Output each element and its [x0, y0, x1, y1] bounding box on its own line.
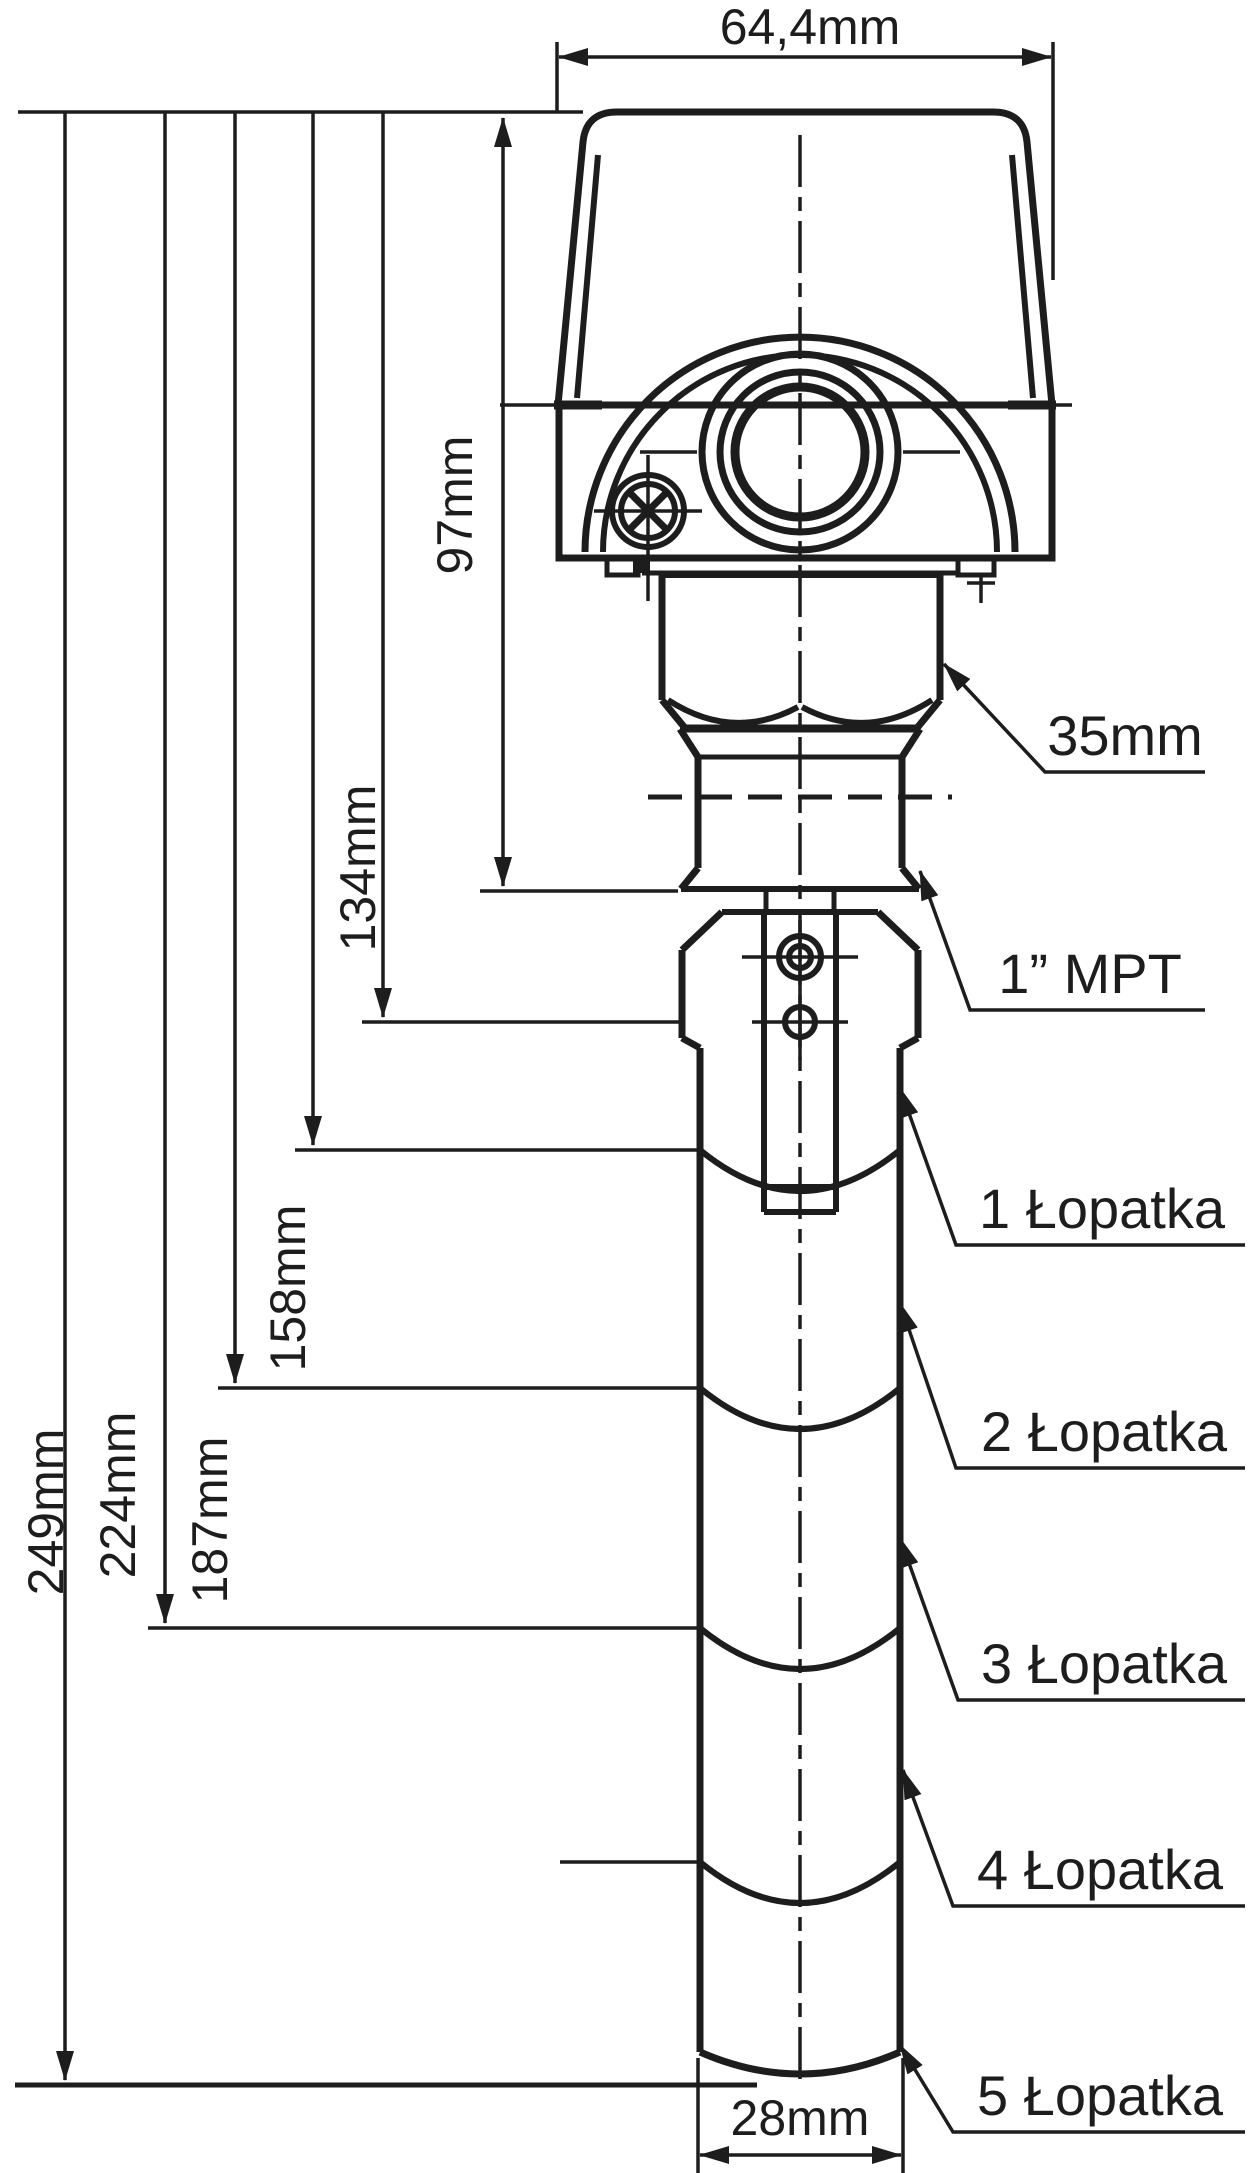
label-thread: 1” MPT [998, 942, 1182, 1005]
label-97mm: 97mm [427, 436, 483, 575]
paddle-3-joint [698, 1625, 902, 1672]
leader-paddle-2: 2 Łopatka [898, 1302, 1245, 1470]
leader-paddle-4: 4 Łopatka [901, 1769, 1245, 1908]
cover-screw [594, 455, 702, 601]
leader-thread: 1” MPT [918, 870, 1205, 1012]
probe-tube [696, 1048, 904, 2078]
leader-35mm: 35mm [942, 662, 1205, 774]
dimension-probe-diameter: 28mm [696, 2058, 905, 2173]
conduit-opening-bore [730, 382, 870, 522]
leader-labels: 35mm 1” MPT 1 Łopatka 2 Łopatka 3 Łopatk… [898, 662, 1245, 2134]
housing-inner-wall-left [574, 154, 601, 399]
label-paddle-2: 2 Łopatka [981, 1400, 1228, 1463]
dimension-top-width: 64,4mm [555, 0, 1055, 280]
label-top-width: 64,4mm [720, 0, 901, 55]
label-paddle-1: 1 Łopatka [979, 1177, 1226, 1240]
label-158mm: 158mm [260, 1205, 316, 1372]
paddle-1-joint [698, 1147, 902, 1194]
housing [554, 108, 1056, 554]
label-187mm: 187mm [182, 1437, 238, 1604]
conduit-opening-mid-ring [716, 368, 884, 536]
label-28mm: 28mm [731, 2090, 870, 2146]
label-paddle-5: 5 Łopatka [977, 2064, 1224, 2127]
side-screw [967, 575, 995, 603]
label-paddle-3: 3 Łopatka [981, 1632, 1228, 1695]
conduit-opening-outer-ring [698, 350, 902, 554]
vertical-dimensions: 97mm 134mm 158mm 187mm 224mm 249mm [18, 112, 702, 2081]
leader-paddle-1: 1 Łopatka [898, 1087, 1245, 1247]
conduit-dome-outer [581, 333, 1019, 553]
housing-inner-wall-right [1009, 154, 1036, 399]
probe-bottom-cap [698, 2048, 902, 2078]
label-35mm: 35mm [1047, 704, 1203, 767]
paddle-4-joint [698, 1859, 902, 1906]
leader-paddle-5: 5 Łopatka [898, 2044, 1245, 2134]
label-134mm: 134mm [330, 785, 386, 952]
label-249mm: 249mm [18, 1429, 74, 1596]
mount-tab-right [955, 555, 997, 578]
paddle-2-joint [698, 1385, 902, 1432]
leader-paddle-3: 3 Łopatka [898, 1537, 1245, 1702]
label-paddle-4: 4 Łopatka [977, 1838, 1224, 1901]
thread-nipple [648, 725, 952, 892]
label-224mm: 224mm [90, 1412, 146, 1579]
